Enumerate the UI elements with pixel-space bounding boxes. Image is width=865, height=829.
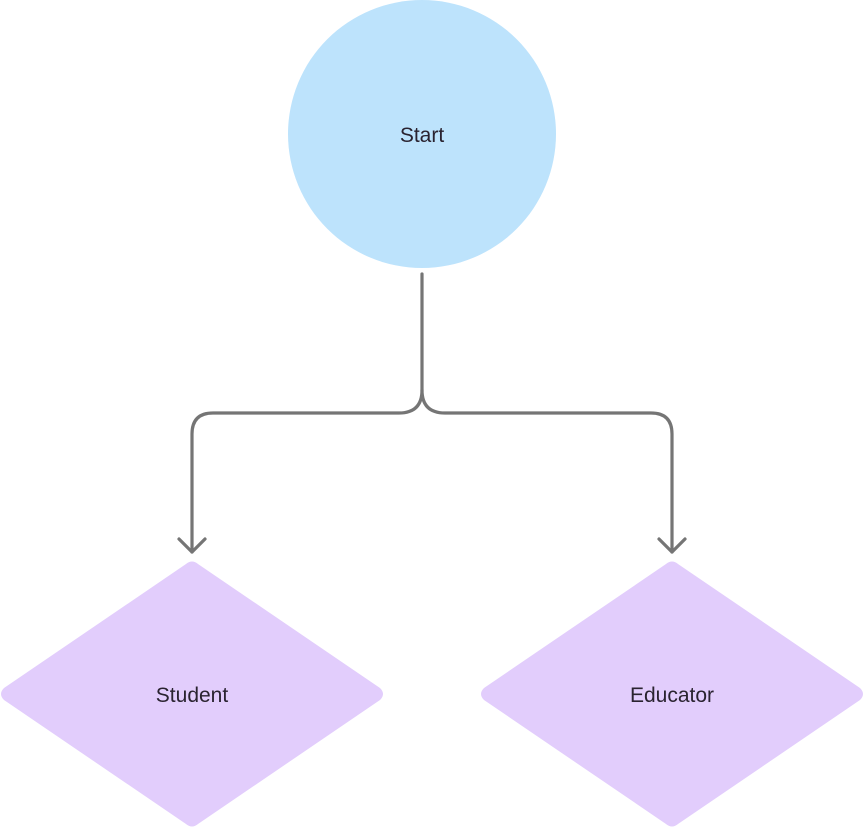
edge-start-to-student[interactable] [190, 272, 424, 554]
start-circle[interactable] [288, 0, 556, 268]
node-start[interactable]: Start [288, 0, 556, 268]
educator-label: Educator [630, 684, 714, 707]
educator-diamond[interactable] [481, 561, 863, 827]
node-educator[interactable]: Educator [481, 561, 863, 827]
start-label: Start [400, 124, 445, 147]
arrowhead-student [177, 537, 207, 554]
connectors [177, 272, 687, 554]
student-label: Student [156, 684, 229, 707]
student-diamond[interactable] [1, 561, 383, 827]
edge-start-to-educator[interactable] [420, 388, 674, 554]
node-student[interactable]: Student [1, 561, 383, 827]
arrowhead-educator [657, 537, 687, 554]
